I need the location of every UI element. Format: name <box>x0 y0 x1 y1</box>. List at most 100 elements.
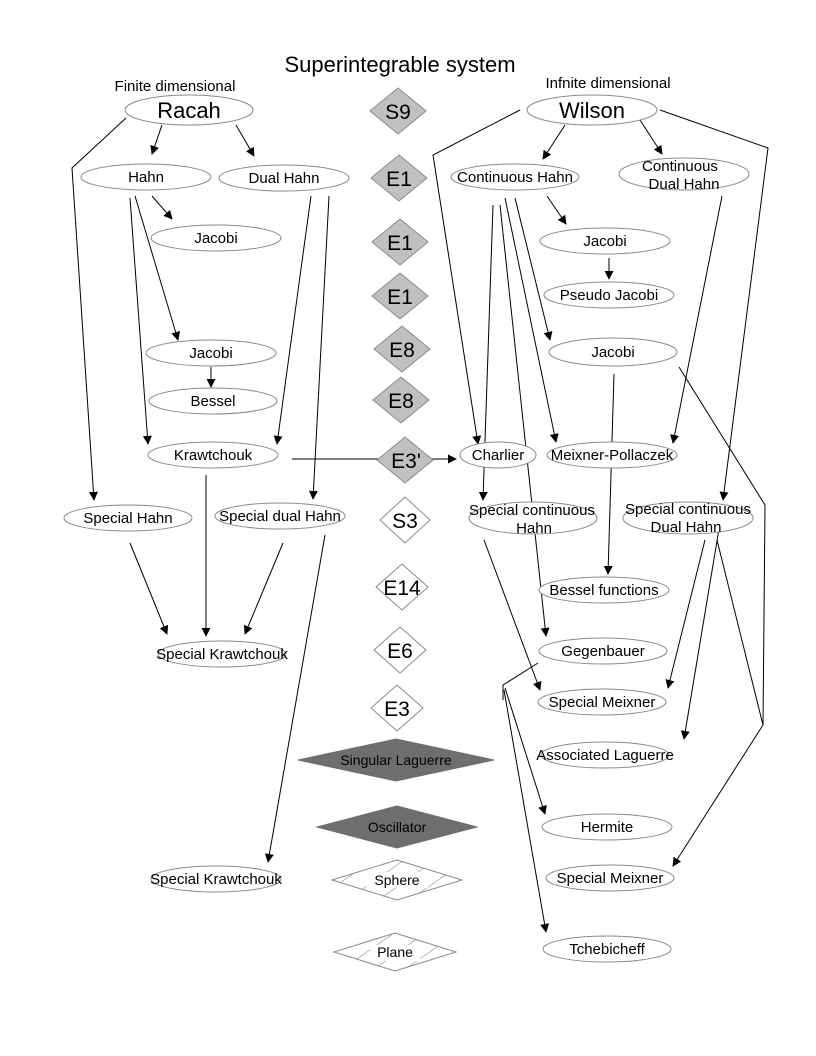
node-krawtchouk[interactable]: Krawtchouk <box>147 441 279 469</box>
finite-dimensional-label: Finite dimensional <box>115 78 236 95</box>
node-bessel[interactable]: Bessel <box>148 387 278 415</box>
node-wilson-label: Wilson <box>559 98 625 123</box>
system-e1-b-label: E1 <box>387 232 413 255</box>
node-jacobi-right-2[interactable]: Jacobi <box>548 337 678 367</box>
node-special-continuous-dual-hahn-label-2: Dual Hahn <box>651 519 722 536</box>
system-e3-prime-label: E3' <box>391 450 421 473</box>
node-jacobi-left-2-label: Jacobi <box>189 345 232 362</box>
system-e3[interactable]: E3 <box>370 684 424 732</box>
node-special-hahn[interactable]: Special Hahn <box>63 504 193 532</box>
edge-gegenbauer-split <box>502 662 539 700</box>
edge-hahn-krawtchouk <box>129 197 152 445</box>
edge-wilson-continuous-hahn <box>542 124 566 160</box>
node-bessel-label: Bessel <box>190 393 235 410</box>
system-e1-b[interactable]: E1 <box>371 218 429 266</box>
system-plane[interactable]: Plane <box>332 932 458 972</box>
edge-hahn-jacobi-2 <box>134 195 180 341</box>
node-meixner-pollaczek[interactable]: Meixner-Pollaczek <box>546 441 678 469</box>
node-special-meixner-2[interactable]: Special Meixner <box>545 864 675 892</box>
system-oscillator[interactable]: Oscillator <box>315 805 479 849</box>
node-jacobi-right-2-label: Jacobi <box>591 344 634 361</box>
edge-continuous-dual-hahn-meixner-pollaczek <box>670 195 723 444</box>
node-dual-hahn-label: Dual Hahn <box>249 170 320 187</box>
node-pseudo-jacobi-label: Pseudo Jacobi <box>560 287 658 304</box>
node-continuous-dual-hahn-label-2: Dual Hahn <box>649 176 720 193</box>
node-hermite[interactable]: Hermite <box>541 813 673 841</box>
system-e3-prime[interactable]: E3' <box>376 436 434 484</box>
system-e8-b-label: E8 <box>388 390 414 413</box>
node-racah[interactable]: Racah <box>124 94 254 126</box>
node-jacobi-left-2[interactable]: Jacobi <box>145 339 277 367</box>
node-gegenbauer[interactable]: Gegenbauer <box>538 637 668 665</box>
node-special-continuous-hahn-label-1: Special continuous <box>469 502 595 519</box>
system-e14-label: E14 <box>383 577 421 600</box>
system-s9-label: S9 <box>385 101 411 124</box>
system-singular-laguerre[interactable]: Singular Laguerre <box>297 738 495 782</box>
edge-continuous-hahn-jacobi-2 <box>514 197 553 341</box>
node-pseudo-jacobi[interactable]: Pseudo Jacobi <box>543 281 675 309</box>
node-special-meixner-2-label: Special Meixner <box>557 870 664 887</box>
node-wilson[interactable]: Wilson <box>526 94 658 126</box>
node-special-krawtchouk-2[interactable]: Special Krawtchouk <box>150 865 282 893</box>
edge-special-cont-dual-hahn-special-meixner-2 <box>716 539 764 726</box>
system-s9[interactable]: S9 <box>369 87 427 135</box>
system-s3[interactable]: S3 <box>379 496 431 544</box>
edge-wilson-continuous-dual-hahn <box>639 119 663 155</box>
system-e8-a[interactable]: E8 <box>373 325 431 373</box>
edge-special-cont-dual-hahn-special-meixner <box>665 539 706 689</box>
system-plane-label: Plane <box>377 944 413 960</box>
left-nodes: Racah Hahn Dual Hahn Jacobi Jacobi Besse… <box>63 94 350 893</box>
system-e1-a[interactable]: E1 <box>370 154 428 202</box>
edge-wilson-charlier <box>432 109 521 445</box>
edge-jacobi-tchebicheff-path <box>678 366 766 726</box>
node-special-dual-hahn-label: Special dual Hahn <box>219 508 341 525</box>
system-e8-b[interactable]: E8 <box>372 376 430 424</box>
node-special-continuous-hahn[interactable]: Special continuous Hahn <box>468 501 598 537</box>
system-e14[interactable]: E14 <box>375 563 429 611</box>
system-e3-label: E3 <box>384 698 410 721</box>
node-bessel-functions[interactable]: Bessel functions <box>538 576 670 604</box>
node-tchebicheff-label: Tchebicheff <box>569 941 645 958</box>
diagram-title: Superintegrable system <box>284 52 515 77</box>
system-e1-c[interactable]: E1 <box>371 272 429 320</box>
node-continuous-hahn[interactable]: Continuous Hahn <box>450 163 580 191</box>
edge-dual-hahn-krawtchouk <box>273 195 312 445</box>
system-e6[interactable]: E6 <box>373 626 427 674</box>
node-associated-laguerre-label: Associated Laguerre <box>536 747 674 764</box>
node-jacobi-left-1[interactable]: Jacobi <box>150 224 282 252</box>
edge-continuous-hahn-jacobi-1 <box>546 195 567 225</box>
node-jacobi-right-1[interactable]: Jacobi <box>539 227 671 255</box>
node-tchebicheff[interactable]: Tchebicheff <box>542 935 672 963</box>
edge-gegenbauer-hermite <box>504 687 547 815</box>
edge-racah-special-hahn <box>71 117 127 501</box>
node-jacobi-right-1-label: Jacobi <box>583 233 626 250</box>
node-special-continuous-dual-hahn[interactable]: Special continuous Dual Hahn <box>622 501 754 536</box>
node-special-hahn-label: Special Hahn <box>83 510 172 527</box>
node-continuous-dual-hahn[interactable]: Continuous Dual Hahn <box>618 157 750 193</box>
node-special-continuous-dual-hahn-label-1: Special continuous <box>625 501 751 518</box>
system-e1-c-label: E1 <box>387 286 413 309</box>
system-diamonds: S9 E1 E1 E1 E8 E8 E3' S3 <box>297 87 495 972</box>
node-special-krawtchouk-1[interactable]: Special Krawtchouk <box>156 640 288 668</box>
edge-racah-hahn <box>150 124 163 155</box>
node-special-continuous-hahn-label-2: Hahn <box>516 520 552 537</box>
node-associated-laguerre[interactable]: Associated Laguerre <box>536 741 674 769</box>
node-special-dual-hahn[interactable]: Special dual Hahn <box>214 502 346 530</box>
edge-to-special-meixner-2 <box>672 724 764 867</box>
node-charlier-label: Charlier <box>472 447 525 464</box>
node-charlier[interactable]: Charlier <box>459 441 537 469</box>
node-dual-hahn[interactable]: Dual Hahn <box>218 164 350 192</box>
edge-special-cont-hahn-special-meixner <box>483 539 542 691</box>
node-special-meixner-1-label: Special Meixner <box>549 694 656 711</box>
node-special-meixner-1[interactable]: Special Meixner <box>537 688 667 716</box>
edge-hahn-jacobi-1 <box>151 195 173 220</box>
system-sphere[interactable]: Sphere <box>330 859 464 901</box>
node-hahn[interactable]: Hahn <box>80 163 212 191</box>
edge-wilson-special-cont-dual-hahn <box>659 109 769 501</box>
node-krawtchouk-label: Krawtchouk <box>174 447 253 464</box>
node-hermite-label: Hermite <box>581 819 634 836</box>
edge-continuous-hahn-meixner-pollaczek <box>504 197 559 443</box>
node-hahn-label: Hahn <box>128 169 164 186</box>
edge-racah-dual-hahn <box>235 124 255 157</box>
infinite-dimensional-label: Infnite dimensional <box>545 75 670 92</box>
